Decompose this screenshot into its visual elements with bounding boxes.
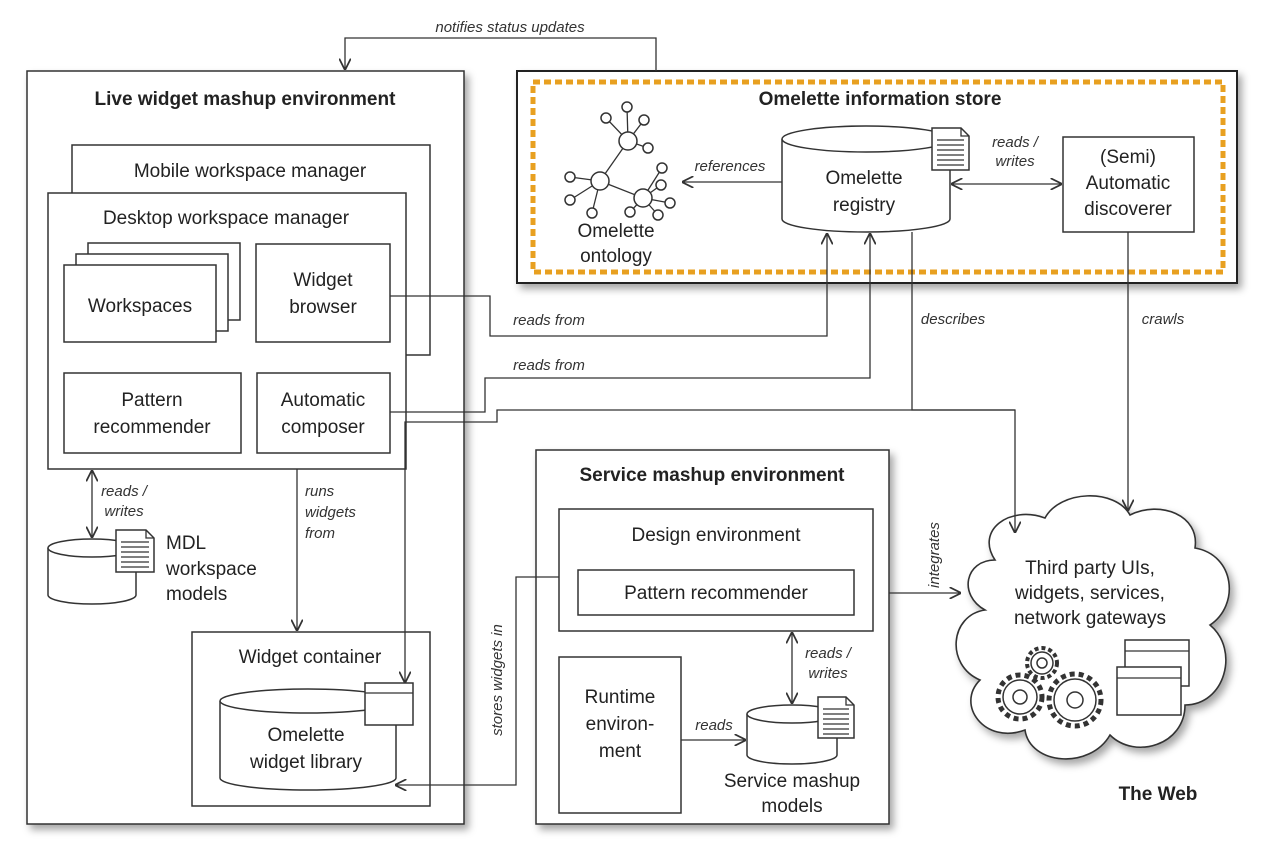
stores-widgets-label: stores widgets in	[489, 624, 506, 736]
web-text-1: Third party UIs,	[1025, 558, 1155, 579]
design-env-label: Design environment	[632, 525, 802, 546]
ontology-label-2: ontology	[580, 246, 652, 267]
widget-browser-label-2: browser	[289, 297, 357, 318]
discoverer-label-2: Automatic	[1086, 173, 1170, 194]
ontology-graph-icon	[564, 101, 676, 221]
widget-window-icon	[364, 682, 414, 726]
store-reads-writes-label-2: writes	[995, 153, 1035, 170]
widget-browser-box	[255, 243, 391, 343]
store-dashed-border	[530, 79, 1226, 275]
pattern-recommender-box	[63, 372, 242, 454]
composer-reads-from-label: reads from	[513, 357, 585, 374]
mdl-label-2: workspace	[165, 559, 257, 580]
notifies-label: notifies status updates	[435, 19, 585, 36]
runs-widgets-label-3: from	[305, 525, 335, 542]
widget-library-label-2: widget library	[249, 752, 362, 773]
describes-label: describes	[921, 311, 986, 328]
widget-container-label: Widget container	[239, 647, 382, 668]
mdl-label-1: MDL	[166, 533, 206, 554]
window-icons	[1116, 639, 1190, 716]
widget-library-label-1: Omelette	[267, 725, 344, 746]
mdl-reads-writes-label-1: reads /	[101, 483, 149, 500]
widget-browser-label-1: Widget	[293, 270, 353, 291]
runtime-env-label-3: ment	[599, 741, 642, 762]
service-models-db-icon	[746, 696, 855, 765]
automatic-composer-label-2: composer	[281, 417, 365, 438]
integrates-label: integrates	[926, 522, 943, 588]
pattern-recommender-label-2: recommender	[93, 417, 211, 438]
composer-reads-from-edge	[390, 234, 870, 413]
browser-reads-from-edge	[390, 234, 827, 337]
browser-reads-from-label: reads from	[513, 312, 585, 329]
discoverer-label-3: discoverer	[1084, 199, 1172, 220]
mdl-label-3: models	[166, 584, 227, 605]
discoverer-box	[1062, 136, 1195, 233]
automatic-composer-box	[256, 372, 391, 454]
stores-widgets-edge	[396, 576, 559, 785]
discoverer-label-1: (Semi)	[1100, 147, 1156, 168]
store-title: Omelette information store	[759, 89, 1002, 110]
runtime-env-label-2: environ-	[586, 714, 655, 735]
registry-label-2: registry	[833, 195, 896, 216]
references-label: references	[695, 158, 766, 175]
service-models-label-2: models	[761, 796, 822, 817]
runtime-env-label-1: Runtime	[585, 687, 656, 708]
pattern-recommender-label-1: Pattern	[121, 390, 182, 411]
workspaces-label: Workspaces	[88, 296, 192, 317]
registry-label-1: Omelette	[825, 168, 902, 189]
service-pattern-recommender-label: Pattern recommender	[624, 583, 808, 604]
registry-db-icon	[781, 125, 970, 233]
web-title: The Web	[1119, 784, 1198, 805]
runs-widgets-label-1: runs	[305, 483, 335, 500]
store-reads-writes-label-1: reads /	[992, 134, 1040, 151]
web-text-3: network gateways	[1014, 608, 1166, 629]
crawls-label: crawls	[1142, 311, 1185, 328]
desktop-manager-label: Desktop workspace manager	[103, 208, 350, 229]
service-reads-writes-label-1: reads /	[805, 645, 853, 662]
web-text-2: widgets, services,	[1014, 583, 1165, 604]
gear-icon	[995, 646, 1104, 729]
live-env-title: Live widget mashup environment	[95, 89, 397, 110]
service-env-title: Service mashup environment	[579, 465, 845, 486]
service-pattern-recommender-box	[577, 569, 855, 616]
notifies-edge	[345, 37, 657, 71]
workspaces-box	[63, 264, 217, 343]
ontology-label-1: Omelette	[577, 221, 654, 242]
mobile-manager-label: Mobile workspace manager	[134, 161, 367, 182]
service-models-label-1: Service mashup	[724, 771, 860, 792]
runtime-env-box	[558, 656, 682, 814]
automatic-composer-label-1: Automatic	[281, 390, 365, 411]
runs-widgets-label-2: widgets	[305, 504, 356, 521]
service-reads-writes-label-2: writes	[808, 665, 848, 682]
mdl-reads-writes-label-2: writes	[104, 503, 144, 520]
mdl-db-icon	[47, 529, 155, 605]
library-link-edge	[405, 409, 1015, 682]
runtime-reads-label: reads	[695, 717, 733, 734]
